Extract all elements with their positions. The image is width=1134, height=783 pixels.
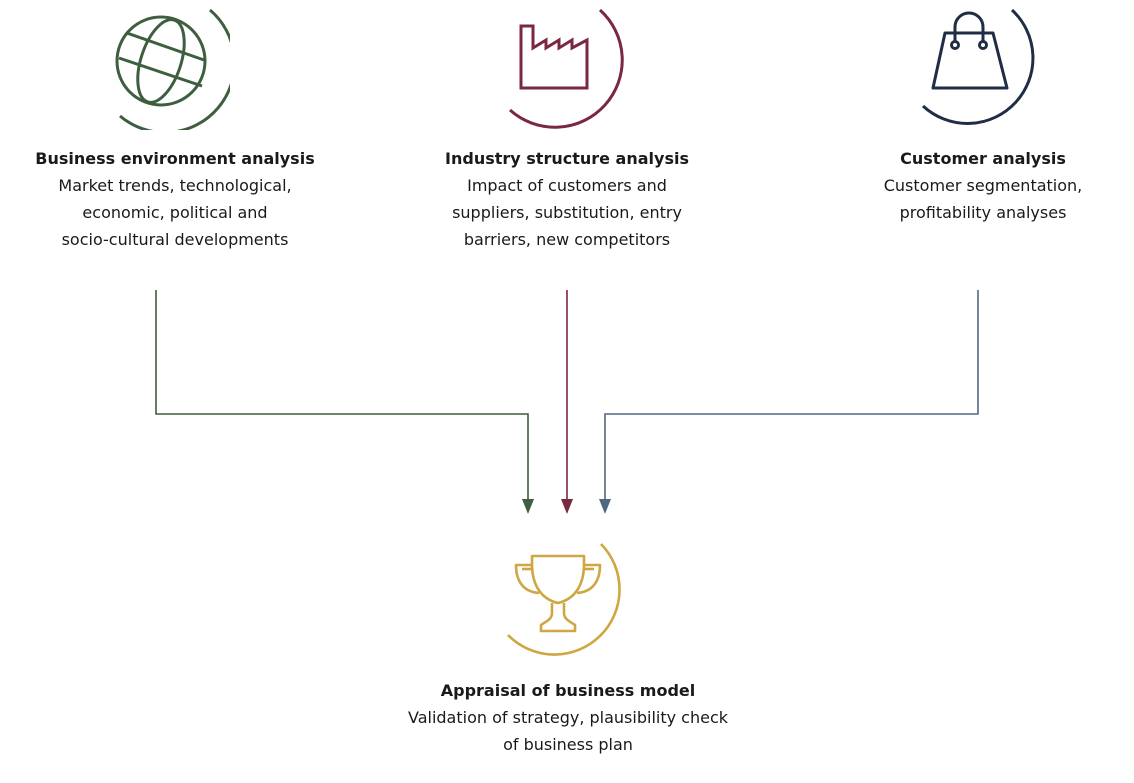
industry-structure-title: Industry structure analysis xyxy=(445,149,689,168)
appraisal-desc-line-1: Validation of strategy, plausibility che… xyxy=(408,708,728,727)
appraisal-desc-line-2: of business plan xyxy=(503,735,633,754)
connector-customer xyxy=(599,290,979,514)
arrowhead-industry-structure xyxy=(561,499,573,514)
connector-industry-structure xyxy=(561,290,573,514)
customer-title: Customer analysis xyxy=(900,149,1066,168)
industry-structure-node: Industry structure analysis Impact of cu… xyxy=(397,145,737,253)
business-environment-node: Business environment analysis Market tre… xyxy=(5,145,345,253)
business-environment-desc-line-3: socio-cultural developments xyxy=(61,230,289,249)
industry-structure-desc-line-3: barriers, new competitors xyxy=(463,230,671,249)
customer-node: Customer analysis Customer segmentation,… xyxy=(813,145,1134,226)
business-environment-desc-line-1: Market trends, technological, xyxy=(58,176,292,195)
shopping-bag-icon xyxy=(921,8,1035,125)
customer-desc-line-1: Customer segmentation, xyxy=(883,176,1083,195)
trophy-icon xyxy=(507,543,621,656)
arrowhead-business-environment xyxy=(522,499,534,514)
industry-structure-desc-line-1: Impact of customers and xyxy=(467,176,667,195)
globe-icon xyxy=(115,8,230,130)
business-environment-title: Business environment analysis xyxy=(35,149,315,168)
industry-structure-desc-line-2: suppliers, substitution, entry xyxy=(452,203,682,222)
business-environment-desc-line-2: economic, political and xyxy=(82,203,268,222)
appraisal-node: Appraisal of business model Validation o… xyxy=(383,677,753,758)
customer-desc-line-2: profitability analyses xyxy=(899,203,1067,222)
appraisal-title: Appraisal of business model xyxy=(440,681,696,700)
arrowhead-customer xyxy=(599,499,611,514)
connector-business-environment xyxy=(155,290,534,514)
factory-icon xyxy=(508,8,624,129)
